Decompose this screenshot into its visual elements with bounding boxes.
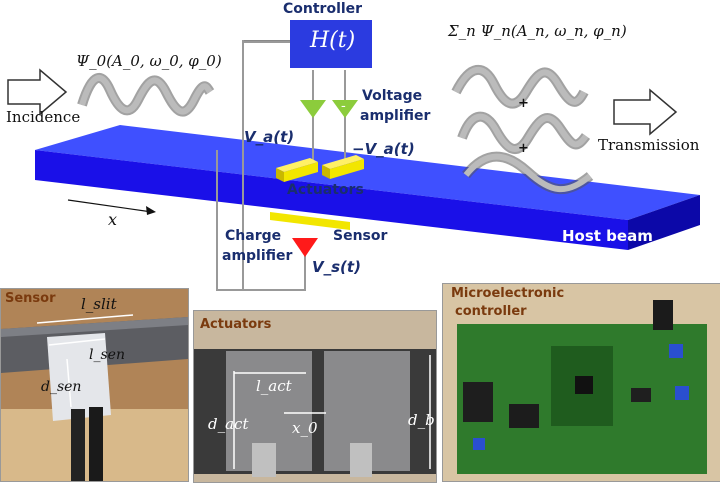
sensor-photo-title: Sensor xyxy=(5,291,56,306)
transmitted-waves xyxy=(451,64,594,195)
incidence-arrow xyxy=(7,68,68,116)
controller-photo-title-line1: Microelectronic xyxy=(451,286,565,301)
charge-amplifier-triangle xyxy=(292,238,318,257)
charge-amplifier-line1: Charge xyxy=(225,228,282,244)
transmission-arrow xyxy=(613,88,678,136)
d-sen-label: d_sen xyxy=(41,379,82,395)
sensor-photo: Sensor l_slit l_sen d_sen xyxy=(0,288,189,482)
actuators-label: Actuators xyxy=(287,182,364,198)
beam-front-face xyxy=(35,150,628,250)
l-act-label: l_act xyxy=(256,377,292,395)
controller-box xyxy=(290,20,372,68)
x-axis-label: x xyxy=(108,210,118,229)
voltage-amplifier-line2: amplifier xyxy=(360,108,431,124)
signal-vs: V_s(t) xyxy=(312,258,361,276)
voltage-amplifier-line1: Voltage xyxy=(362,88,423,104)
beam-top-face xyxy=(35,125,700,220)
charge-amplifier-line2: amplifier xyxy=(222,248,293,264)
amplifier-triangle-right xyxy=(332,100,358,118)
actuators-photo: Actuators l_act d_act x_0 d_b xyxy=(193,310,437,483)
controller-photo-title-line2: controller xyxy=(455,304,527,319)
sensor-strip xyxy=(270,212,350,230)
controller-photo: Microelectronic controller xyxy=(442,283,720,482)
amplifier-triangle-left xyxy=(300,100,326,118)
beam-end-face xyxy=(628,195,700,250)
incident-wave-formula: Ψ_0(A_0, ω_0, φ_0) xyxy=(76,52,222,70)
voltage-minus-sign: - xyxy=(341,98,346,114)
signal-va: V_a(t) xyxy=(244,128,295,146)
plus-sign-1: + xyxy=(518,96,529,111)
controller-transfer: H(t) xyxy=(310,28,356,53)
l-slit-label: l_slit xyxy=(81,295,117,313)
incident-wave-ribbon xyxy=(77,73,215,117)
incidence-label: Incidence xyxy=(6,108,81,126)
transmission-label: Transmission xyxy=(598,136,700,154)
x0-label: x_0 xyxy=(292,419,318,437)
controller-title: Controller xyxy=(283,1,363,17)
l-sen-label: l_sen xyxy=(89,347,125,363)
d-act-label: d_act xyxy=(208,415,249,433)
signal-neg-va: −V_a(t) xyxy=(352,140,415,158)
actuator-right xyxy=(330,159,364,179)
d-b-label: d_b xyxy=(408,411,435,429)
host-beam-label: Host beam xyxy=(562,227,653,245)
transmitted-wave-formula: Σ_n Ψ_n(A_n, ω_n, φ_n) xyxy=(448,22,627,40)
actuators-photo-title: Actuators xyxy=(200,317,272,332)
actuator-left xyxy=(284,162,318,182)
x-axis-arrow xyxy=(67,199,153,213)
sensor-label: Sensor xyxy=(333,228,388,244)
plus-sign-2: + xyxy=(518,141,529,156)
